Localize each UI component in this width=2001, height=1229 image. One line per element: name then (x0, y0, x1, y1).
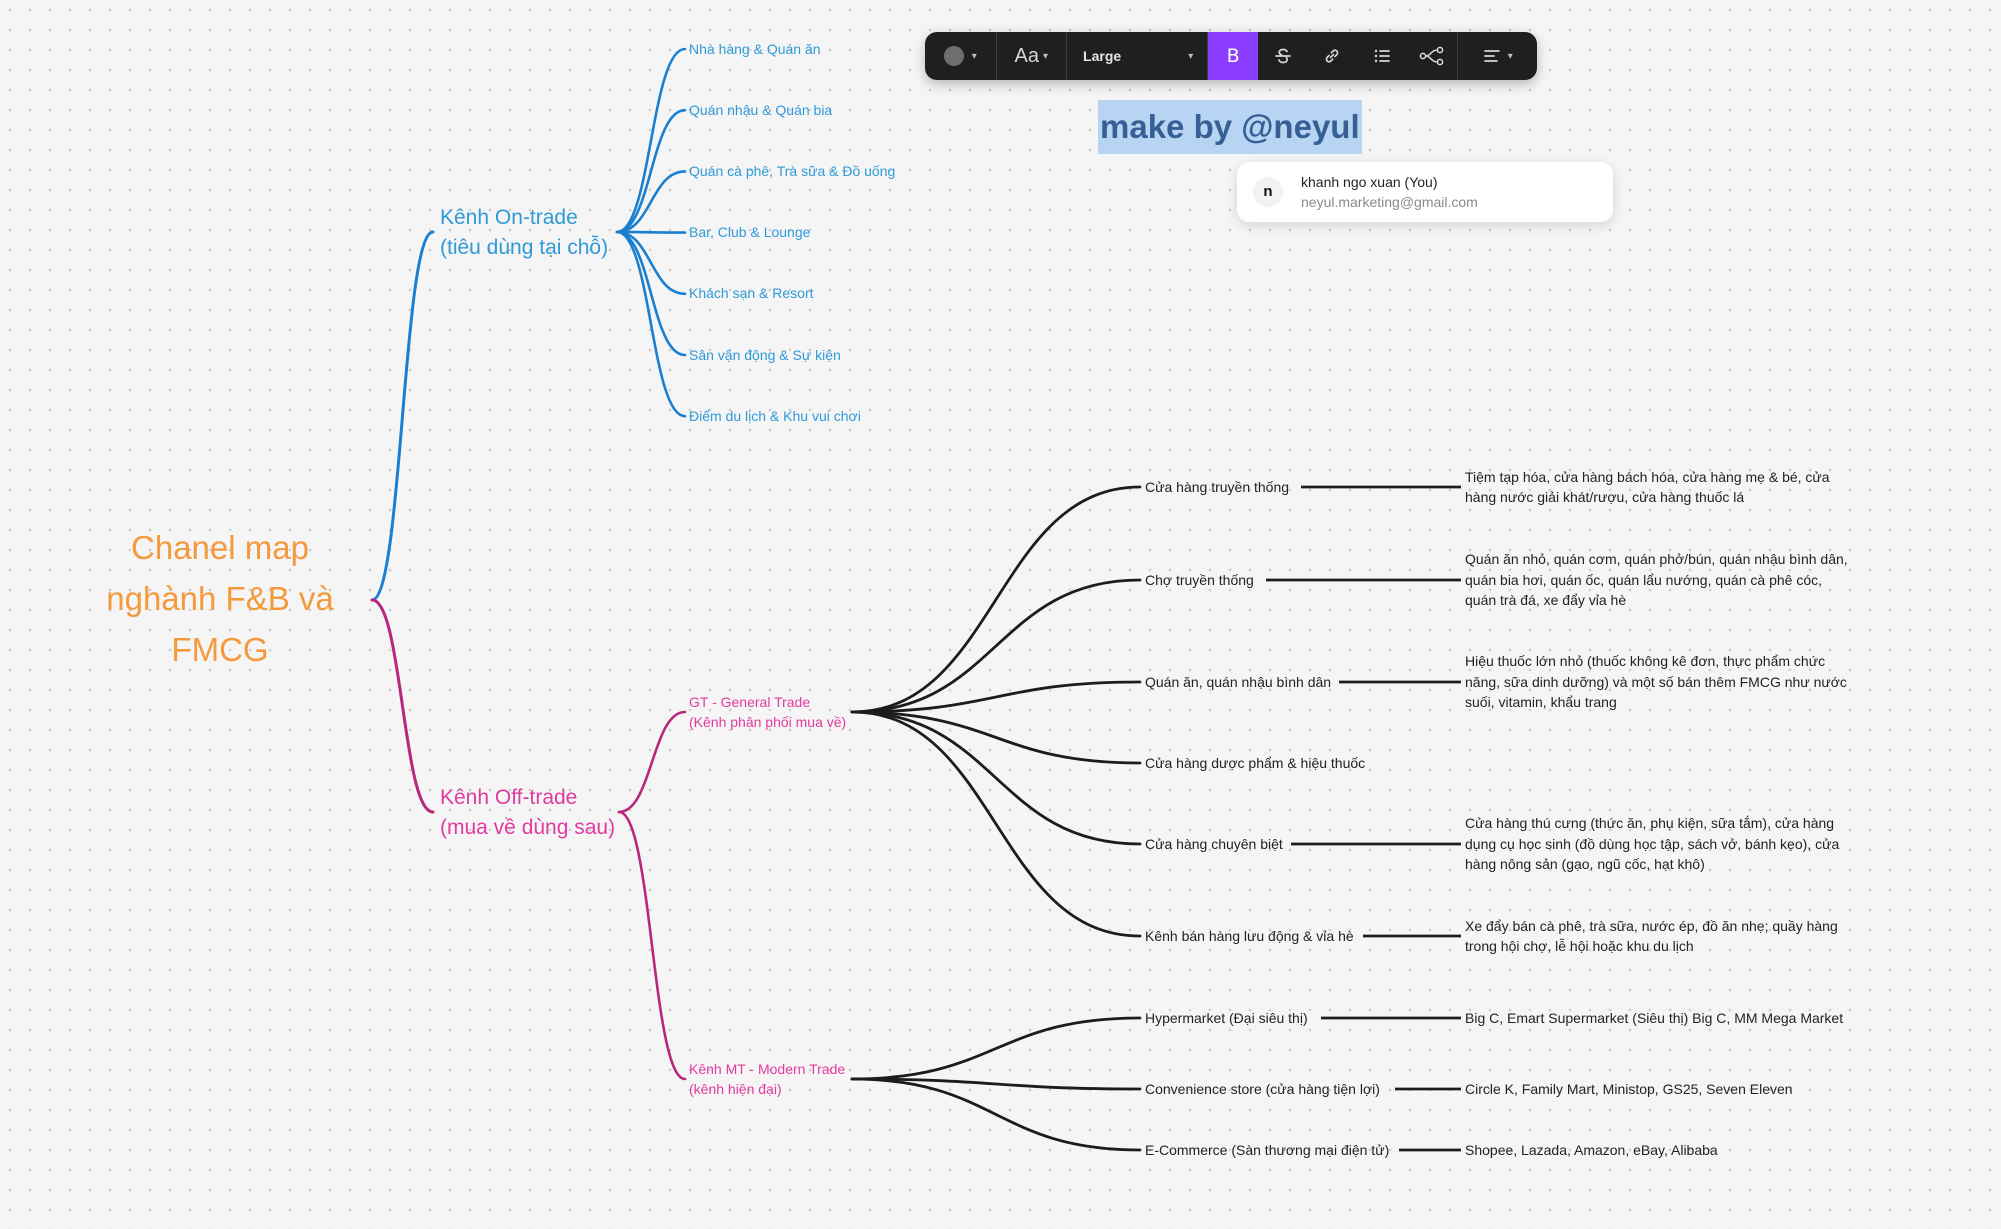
chevron-down-icon: ▾ (1042, 50, 1049, 62)
root-node-line: nghành F&B và (106, 580, 334, 617)
mt-channel-item[interactable]: Hypermarket (Đại siêu thị) (1145, 1009, 1308, 1026)
bold-button[interactable]: B (1208, 32, 1258, 80)
color-swatch-icon (943, 46, 964, 66)
user-email: neyul.marketing@gmail.com (1301, 194, 1478, 210)
color-picker-button[interactable]: ▾ (925, 32, 997, 80)
gt-channel-item[interactable]: Chợ truyền thống (1145, 571, 1254, 588)
on-trade-item[interactable]: Khách sạn & Resort (689, 285, 814, 302)
font-style-button[interactable]: Aa ▾ (997, 32, 1068, 80)
description-text[interactable]: Tiệm tạp hóa, cửa hàng bách hóa, cửa hàn… (1465, 468, 1830, 506)
format-toolbar: ▾ Aa ▾ Large ▾ B ▾ (925, 32, 1537, 80)
strikethrough-button[interactable] (1258, 32, 1308, 80)
mindmap-connector (850, 485, 1142, 714)
branch-on-trade-line: (tiêu dùng tại chỗ) (440, 236, 609, 259)
strikethrough-icon (1274, 48, 1291, 64)
description-text[interactable]: Circle K, Family Mart, Ministop, GS25, S… (1465, 1080, 1793, 1097)
mindmap-connector (850, 1077, 1142, 1152)
user-presence-card[interactable]: n khanh ngo xuan (You) neyul.marketing@g… (1237, 162, 1613, 222)
align-icon (1483, 50, 1500, 62)
font-size-select[interactable]: Large ▾ (1067, 32, 1209, 80)
mindmap-connector (850, 710, 1142, 765)
branch-off-trade[interactable]: Kênh Off-trade (mua về dùng sau) (440, 783, 615, 843)
on-trade-item[interactable]: Sân vận động & Sự kiện (689, 346, 841, 363)
chevron-down-icon: ▾ (1507, 50, 1513, 62)
mindmap-connector (615, 230, 687, 357)
mt-node[interactable]: Kênh MT - Modern Trade (kênh hiện đại) (689, 1059, 845, 1099)
mindmap-connector (615, 108, 687, 234)
mindmap-connector (850, 710, 1142, 938)
on-trade-item[interactable]: Quán cà phê, Trà sữa & Đồ uống (689, 162, 896, 179)
mindmap-connector (370, 230, 435, 602)
user-name: khanh ngo xuan (You) (1301, 174, 1438, 190)
on-trade-item[interactable]: Bar, Club & Lounge (689, 224, 811, 241)
mindmap-connector (850, 680, 1142, 714)
mindmap-connector (615, 230, 687, 296)
mindmap-connector (370, 598, 435, 814)
mt-channel-item[interactable]: Convenience store (cửa hàng tiện lợi) (1145, 1080, 1380, 1097)
mindmap-icon (1419, 46, 1444, 66)
description-text[interactable]: Quán ăn nhỏ, quán cơm, quán phở/bún, quá… (1465, 551, 1848, 609)
description-text[interactable]: Hiệu thuốc lớn nhỏ (thuốc không kê đơn, … (1465, 653, 1847, 711)
description-text[interactable]: Big C, Emart Supermarket (Siêu thị) Big … (1465, 1009, 1844, 1026)
gt-channel-item[interactable]: Cửa hàng chuyên biệt (1145, 835, 1283, 852)
on-trade-item[interactable]: Điểm du lịch & Khu vui chơi (689, 407, 861, 424)
description-text[interactable]: Cửa hàng thú cưng (thức ăn, phụ kiện, sữ… (1465, 815, 1840, 873)
root-node-line: FMCG (171, 631, 269, 668)
text-align-button[interactable]: ▾ (1456, 32, 1537, 80)
selected-text-watermark[interactable]: make by @neyul (1098, 100, 1362, 154)
mindmap-connector (615, 170, 687, 234)
bold-label: B (1226, 45, 1240, 67)
gt-node[interactable]: GT - General Trade (Kênh phân phối mua về… (689, 692, 846, 732)
branch-on-trade-line: Kênh On-trade (440, 206, 578, 229)
chevron-down-icon: ▾ (971, 50, 977, 62)
gt-node-line: (Kênh phân phối mua về) (689, 714, 847, 730)
bullet-list-icon (1374, 49, 1390, 63)
mindmap-connector (615, 230, 687, 234)
gt-channel-item[interactable]: Kênh bán hàng lưu động & vỉa hè (1145, 927, 1354, 944)
mindmap-connector (617, 710, 687, 814)
link-icon (1326, 49, 1339, 63)
mt-channel-item[interactable]: E-Commerce (Sàn thương mại điện tử) (1145, 1141, 1390, 1158)
mindmap-connector (615, 230, 687, 418)
branch-off-trade-line: Kênh Off-trade (440, 786, 578, 809)
on-trade-item[interactable]: Quán nhậu & Quán bia (689, 101, 833, 118)
link-button[interactable] (1308, 32, 1358, 80)
font-size-value: Large (1083, 48, 1122, 64)
on-trade-item[interactable]: Nhà hàng & Quán ăn (689, 40, 821, 57)
mindmap-connector (617, 810, 687, 1081)
mindmap-button[interactable] (1407, 32, 1457, 80)
bullet-list-button[interactable] (1357, 32, 1407, 80)
mindmap-connector (850, 1016, 1142, 1081)
gt-node-line: GT - General Trade (689, 694, 811, 710)
root-node[interactable]: Chanel map nghành F&B và FMCG (60, 522, 380, 675)
description-text[interactable]: Xe đẩy bán cà phê, trà sữa, nước ép, đồ … (1465, 917, 1838, 955)
root-node-line: Chanel map (131, 529, 309, 566)
description-text[interactable]: Shopee, Lazada, Amazon, eBay, Alibaba (1465, 1141, 1718, 1158)
font-style-label: Aa (1014, 44, 1039, 67)
avatar: n (1253, 177, 1283, 207)
mindmap-connector (615, 47, 687, 234)
gt-channel-item[interactable]: Cửa hàng dược phẩm & hiệu thuốc (1145, 754, 1366, 771)
chevron-down-icon: ▾ (1188, 50, 1194, 62)
mindmap-connector (850, 578, 1142, 714)
mt-node-line: (kênh hiện đại) (689, 1081, 782, 1097)
mindmap-connector (850, 1077, 1142, 1091)
branch-on-trade[interactable]: Kênh On-trade (tiêu dùng tại chỗ) (440, 203, 608, 263)
mindmap-connector (850, 710, 1142, 846)
mt-node-line: Kênh MT - Modern Trade (689, 1061, 846, 1077)
gt-channel-item[interactable]: Quán ăn, quán nhậu bình dân (1145, 673, 1332, 690)
gt-channel-item[interactable]: Cửa hàng truyền thống (1145, 478, 1290, 495)
branch-off-trade-line: (mua về dùng sau) (440, 816, 616, 839)
